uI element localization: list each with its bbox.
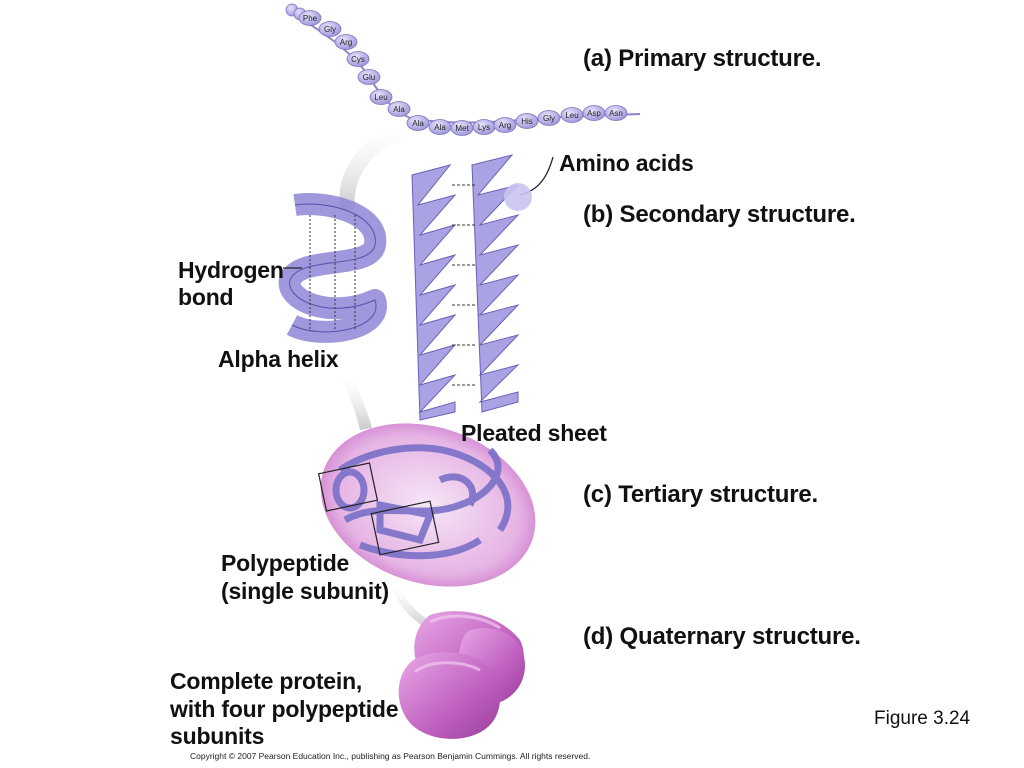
quaternary-structure-graphic (398, 611, 525, 739)
amino-acid-bead (515, 113, 539, 129)
amino-acid-label: Asn (609, 109, 623, 118)
arrow-helix-to-tertiary (340, 375, 372, 430)
amino-acid-label: Ala (434, 123, 446, 132)
amino-acid-bead (537, 110, 561, 126)
figure-number: Figure 3.24 (874, 708, 971, 729)
amino-acid-label: Ala (412, 119, 424, 128)
amino-acid-bead (346, 51, 370, 67)
amino-acid-label: Glu (363, 73, 375, 82)
amino-acid-label: Lys (478, 123, 490, 132)
amino-acid-bead (387, 101, 411, 117)
polypeptide-label-line1: Polypeptide (221, 550, 350, 576)
amino-acid-label: Asp (587, 109, 601, 118)
amino-acid-label: Ala (393, 105, 405, 114)
amino-acid-bead (334, 34, 358, 50)
amino-acid-bead (357, 69, 381, 85)
alpha-helix-graphic (278, 193, 387, 343)
tertiary-structure-heading: (c) Tertiary structure. (583, 481, 819, 508)
amino-acid-label: Leu (374, 93, 387, 102)
amino-acid-label: Gly (324, 25, 336, 34)
amino-acid-bead (406, 115, 430, 131)
amino-acid-bead (493, 117, 517, 133)
polypeptide-label-line2: (single subunit) (221, 578, 390, 604)
amino-acid-bead (604, 105, 628, 121)
amino-acid-label: His (521, 117, 533, 126)
tertiary-structure-graphic (317, 423, 536, 587)
complete-protein-label-line2: with four polypeptide (170, 696, 399, 722)
complete-protein-label-line1: Complete protein, (170, 668, 363, 694)
arrow-to-quaternary (392, 585, 432, 628)
hydrogen-bond-label-line2: bond (178, 284, 234, 310)
amino-acid-label: Arg (340, 38, 352, 47)
arrow-to-helix (339, 125, 405, 210)
amino-acid-bead (318, 21, 342, 37)
amino-acids-label: Amino acids (559, 150, 694, 176)
pleated-sheet-graphic (411, 154, 532, 421)
amino-acid-label: Phe (303, 14, 318, 23)
amino-acid-bead (369, 89, 393, 105)
complete-protein-label-line3: subunits (170, 723, 265, 749)
amino-acid-bead (298, 10, 322, 26)
primary-structure-heading: (a) Primary structure. (583, 45, 822, 72)
quaternary-structure-heading: (d) Quaternary structure. (583, 623, 861, 650)
copyright-notice: Copyright © 2007 Pearson Education Inc.,… (190, 751, 591, 761)
pleated-sheet-label: Pleated sheet (461, 420, 607, 446)
amino-acid-label: Arg (499, 121, 511, 130)
amino-acid-label: Gly (543, 114, 555, 123)
amino-acid-label: Leu (565, 111, 578, 120)
secondary-structure-heading: (b) Secondary structure. (583, 201, 856, 228)
amino-acid-label: Met (455, 124, 469, 133)
hydrogen-bond-label-line1: Hydrogen (178, 257, 284, 283)
alpha-helix-label: Alpha helix (218, 346, 339, 372)
amino-acid-label: Cys (351, 55, 365, 64)
